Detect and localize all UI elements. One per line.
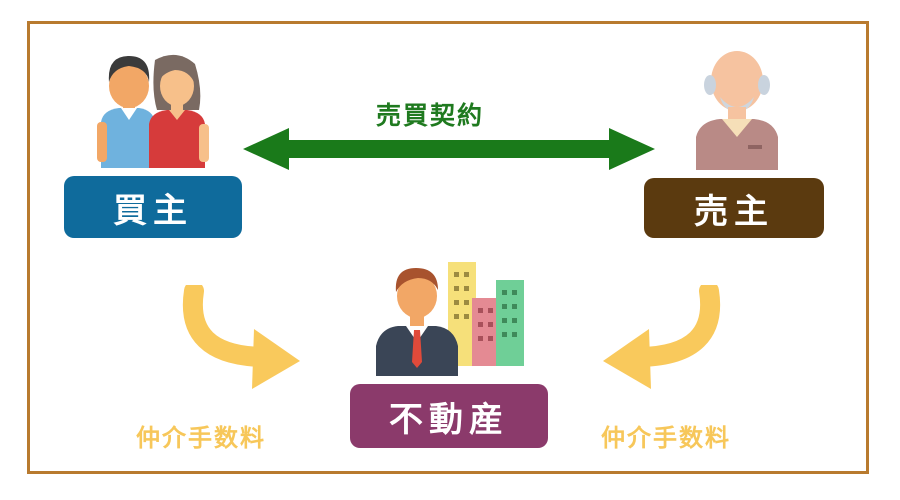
contract-label: 売買契約: [376, 101, 485, 130]
businessman-buildings-icon: [376, 262, 524, 376]
contract-double-arrow: [243, 128, 655, 170]
couple-icon: [97, 54, 209, 168]
agent-badge: 不動産: [350, 384, 548, 448]
fee-arrow-left: [182, 285, 300, 389]
seller-badge: 売主: [644, 178, 824, 238]
fee-label-left: 仲介手数料: [136, 424, 266, 452]
elderly-man-icon: [696, 51, 778, 170]
fee-arrow-right: [603, 285, 721, 389]
fee-label-right: 仲介手数料: [601, 424, 731, 452]
buyer-badge: 買主: [64, 176, 242, 238]
